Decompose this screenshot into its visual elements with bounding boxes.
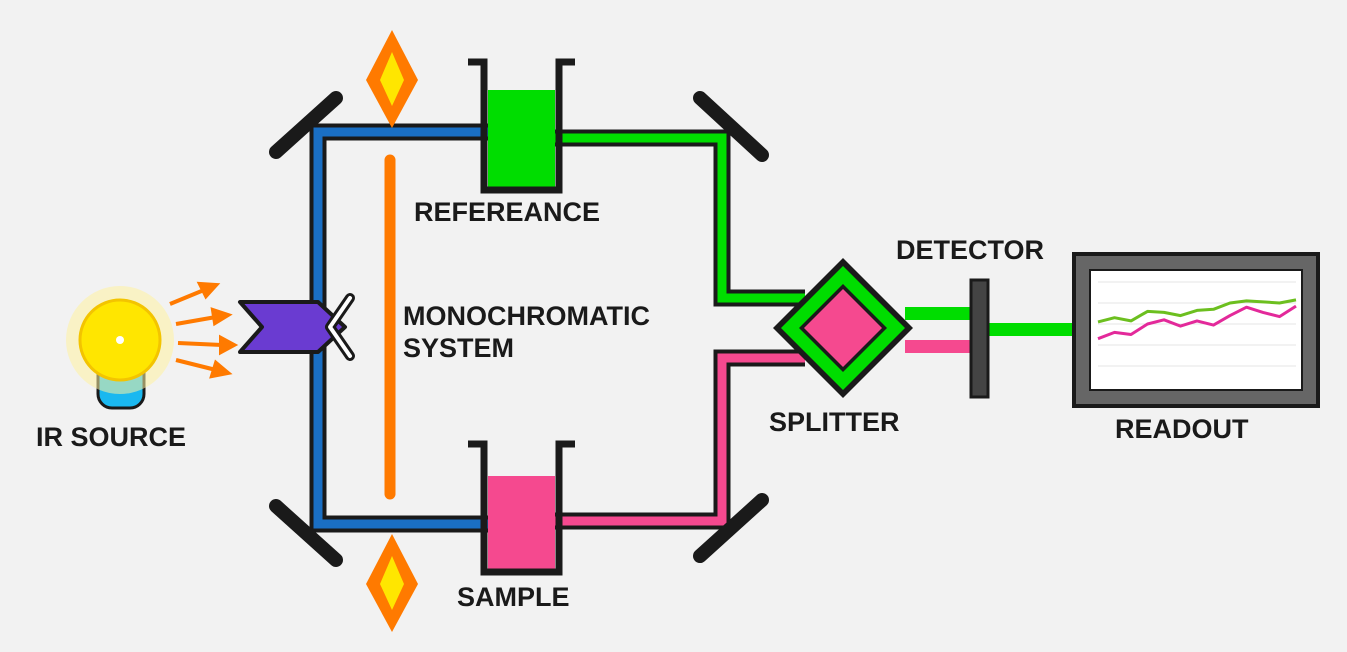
- readout-monitor: [1072, 252, 1320, 408]
- green-beam-to-readout: [988, 323, 1076, 336]
- readout-series-1: [1097, 298, 1297, 324]
- label-ir-source: IR SOURCE: [36, 422, 187, 452]
- label-detector: DETECTOR: [896, 235, 1045, 265]
- pink-beam-path: [552, 349, 805, 530]
- chopper-icon: [238, 293, 355, 361]
- detector-plate: [969, 278, 990, 399]
- splitter-icon: [773, 258, 913, 398]
- ir-source-bulb-icon: [66, 286, 174, 410]
- readout-series-2: [1097, 304, 1297, 341]
- mirror-bottom-right: [693, 493, 769, 563]
- readout-chart: [1097, 281, 1297, 367]
- label-reference: REFEREANCE: [414, 197, 601, 227]
- mirror-top-right: [693, 91, 769, 162]
- label-sample: SAMPLE: [457, 582, 570, 612]
- label-readout: READOUT: [1115, 414, 1249, 444]
- pink-beam-to-detector: [905, 340, 973, 353]
- tuning-diamond-bottom: [366, 534, 418, 632]
- mirror-bottom-left: [269, 499, 343, 567]
- label-monochromatic-line1: MONOCHROMATIC: [403, 301, 650, 331]
- green-beam-to-detector: [905, 307, 973, 320]
- sample-cuvette: [468, 440, 575, 576]
- label-monochromatic-line2: SYSTEM: [403, 333, 515, 363]
- tuning-diamond-top: [366, 30, 418, 128]
- reference-cuvette: [468, 58, 575, 194]
- green-beam-path: [552, 129, 805, 307]
- mirror-top-left: [269, 91, 343, 159]
- ir-rays-icon: [169, 281, 239, 379]
- label-splitter: SPLITTER: [769, 407, 900, 437]
